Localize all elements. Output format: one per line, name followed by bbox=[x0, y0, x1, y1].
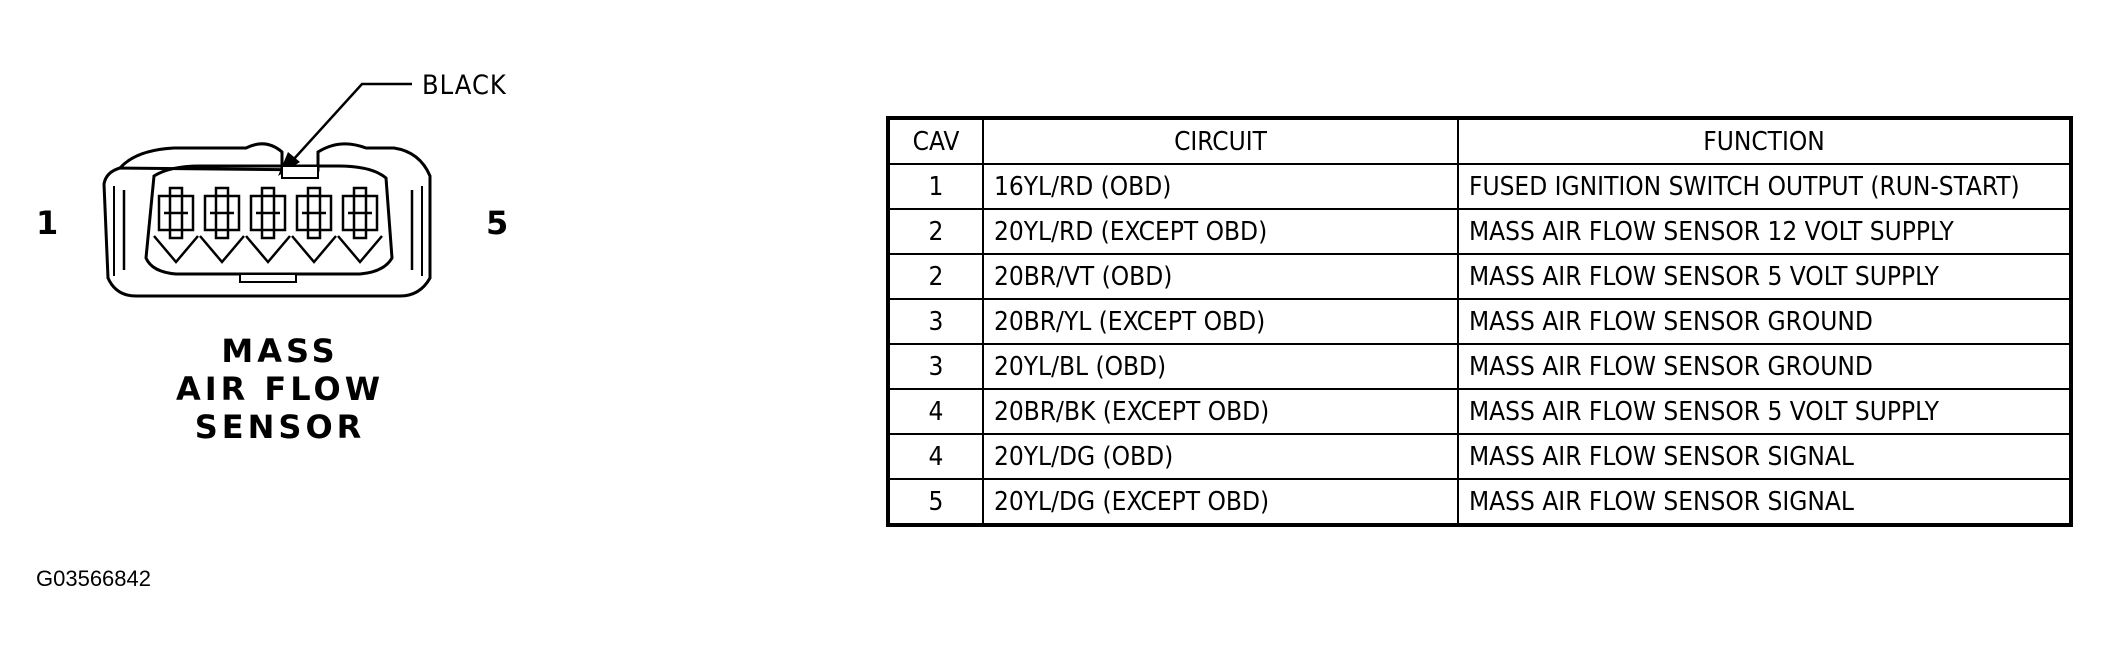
circuit-cell: 20BR/BK (EXCEPT OBD) bbox=[982, 388, 1459, 435]
pin-5-label: 5 bbox=[486, 204, 509, 242]
table-header-row: CAV CIRCUIT FUNCTION bbox=[887, 117, 2072, 165]
function-cell: MASS AIR FLOW SENSOR SIGNAL bbox=[1457, 433, 2072, 480]
header-circuit: CIRCUIT bbox=[982, 117, 1459, 165]
function-cell: MASS AIR FLOW SENSOR SIGNAL bbox=[1457, 478, 2072, 526]
circuit-cell: 20YL/DG (OBD) bbox=[982, 433, 1459, 480]
pin-1-label: 1 bbox=[36, 204, 59, 242]
function-cell: MASS AIR FLOW SENSOR 5 VOLT SUPPLY bbox=[1457, 388, 2072, 435]
terminal-2 bbox=[199, 186, 245, 264]
function-cell: MASS AIR FLOW SENSOR GROUND bbox=[1457, 298, 2072, 345]
leader-arrow bbox=[278, 82, 412, 176]
cav-cell: 4 bbox=[887, 388, 984, 435]
figure-id: G03566842 bbox=[36, 566, 151, 591]
circuit-cell: 20YL/BL (OBD) bbox=[982, 343, 1459, 390]
component-name-line: SENSOR bbox=[194, 408, 366, 446]
circuit-cell: 20YL/DG (EXCEPT OBD) bbox=[982, 478, 1459, 526]
component-name: MASS AIR FLOW SENSOR bbox=[140, 332, 420, 446]
cav-cell: 4 bbox=[887, 433, 984, 480]
function-cell: FUSED IGNITION SWITCH OUTPUT (RUN-START) bbox=[1457, 163, 2072, 210]
terminal-1 bbox=[153, 186, 199, 264]
component-name-line: MASS bbox=[221, 332, 339, 370]
cav-cell: 3 bbox=[887, 343, 984, 390]
terminal-5 bbox=[337, 186, 383, 264]
connector-diagram bbox=[102, 82, 432, 298]
cav-cell: 5 bbox=[887, 478, 984, 526]
cav-cell: 2 bbox=[887, 208, 984, 255]
circuit-cell: 16YL/RD (OBD) bbox=[982, 163, 1459, 210]
header-function: FUNCTION bbox=[1457, 117, 2072, 165]
connector-color-label: BLACK bbox=[422, 70, 507, 101]
circuit-cell: 20BR/VT (OBD) bbox=[982, 253, 1459, 300]
terminal-4 bbox=[291, 186, 337, 264]
connector-shell bbox=[102, 142, 432, 298]
terminal-3 bbox=[245, 186, 291, 264]
function-cell: MASS AIR FLOW SENSOR 12 VOLT SUPPLY bbox=[1457, 208, 2072, 255]
component-name-line: AIR FLOW bbox=[175, 370, 385, 408]
cav-cell: 3 bbox=[887, 298, 984, 345]
header-cav: CAV bbox=[887, 117, 984, 165]
cav-cell: 1 bbox=[887, 163, 984, 210]
function-cell: MASS AIR FLOW SENSOR GROUND bbox=[1457, 343, 2072, 390]
cav-cell: 2 bbox=[887, 253, 984, 300]
circuit-cell: 20BR/YL (EXCEPT OBD) bbox=[982, 298, 1459, 345]
circuit-cell: 20YL/RD (EXCEPT OBD) bbox=[982, 208, 1459, 255]
terminals bbox=[153, 186, 383, 264]
function-cell: MASS AIR FLOW SENSOR 5 VOLT SUPPLY bbox=[1457, 253, 2072, 300]
